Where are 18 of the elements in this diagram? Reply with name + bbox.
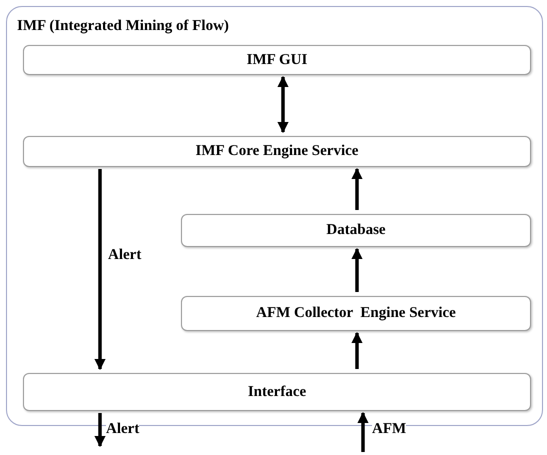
arrow: [94, 413, 106, 448]
container-title: IMF (Integrated Mining of Flow): [17, 19, 229, 34]
box-label: Interface: [248, 384, 306, 400]
arrow: [94, 169, 106, 370]
arrow: [351, 168, 363, 210]
box-label: Database: [326, 223, 386, 238]
arrow: [277, 76, 289, 134]
arrow: [357, 412, 369, 452]
arrow: [351, 332, 363, 369]
box-label: AFM Collector Engine Service: [256, 306, 456, 321]
component-box: [23, 45, 531, 75]
component-box: [23, 373, 531, 411]
component-box: [181, 296, 531, 331]
box-label: IMF GUI: [246, 52, 308, 68]
arrow: [351, 248, 363, 292]
component-box: [23, 136, 531, 167]
box-label: IMF Core Engine Service: [196, 144, 358, 159]
component-box: [181, 214, 531, 247]
